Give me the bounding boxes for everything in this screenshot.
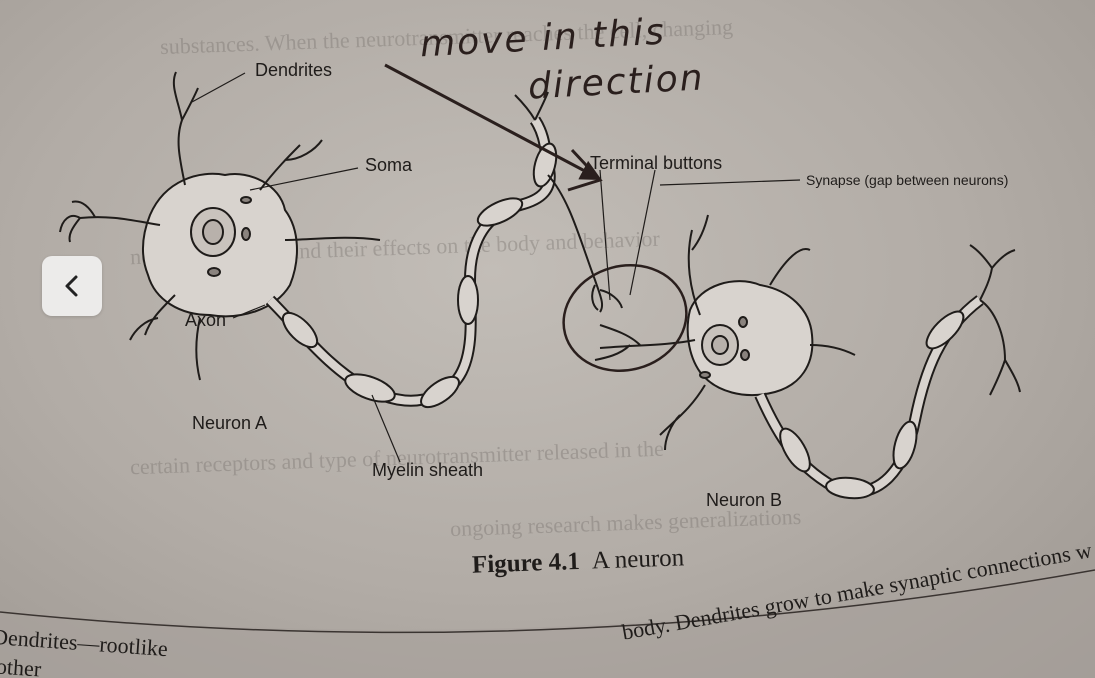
neuron-a xyxy=(59,71,623,409)
label-soma: Soma xyxy=(365,155,413,175)
body-text-left-second: other xyxy=(0,653,43,678)
synapse-circle xyxy=(562,264,688,372)
figure-title: A neuron xyxy=(591,544,685,575)
neuron-b xyxy=(594,214,1021,500)
figure-number: Figure 4.1 xyxy=(471,547,581,579)
label-myelin-sheath: Myelin sheath xyxy=(372,460,484,480)
label-neuron-a: Neuron A xyxy=(192,413,268,433)
label-dendrites: Dendrites xyxy=(255,60,333,80)
chevron-left-icon xyxy=(65,275,78,297)
label-terminal-buttons: Terminal buttons xyxy=(590,153,723,173)
back-button[interactable] xyxy=(42,256,102,316)
direction-arrow xyxy=(384,63,602,180)
leader-lines xyxy=(191,72,801,463)
label-axon: Axon xyxy=(185,310,227,330)
label-synapse: Synapse (gap between neurons) xyxy=(806,172,1009,188)
label-neuron-b: Neuron B xyxy=(706,490,783,510)
